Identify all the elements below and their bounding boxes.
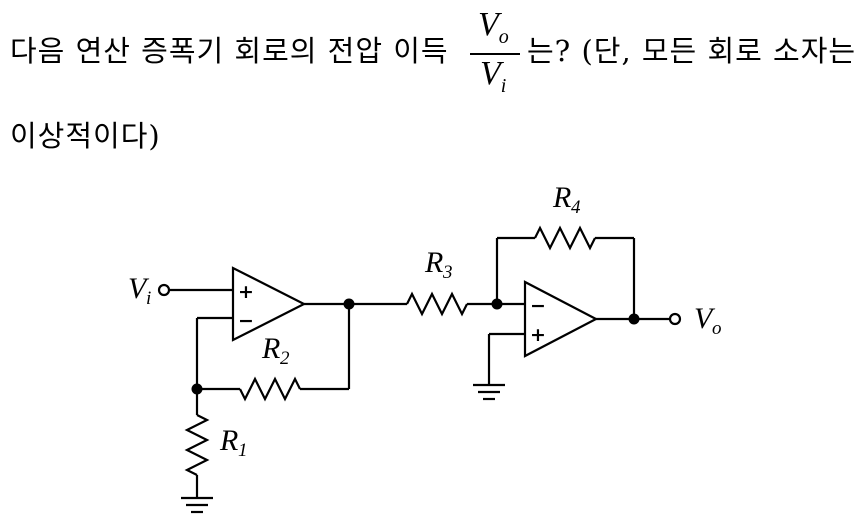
svg-text:3: 3 (442, 262, 453, 283)
ground-2 (473, 383, 505, 401)
opamp1-minus-sign: − (238, 310, 254, 332)
question-text-after: 는? (단, 모든 회로 소자는 (527, 34, 857, 68)
gain-fraction: Vo Vi (468, 6, 526, 97)
ground-1 (181, 496, 213, 514)
question-text-before: 다음 연산 증폭기 회로의 전압 이득 (10, 34, 449, 68)
opamp2-minus-sign: − (530, 295, 546, 317)
fraction-denominator: Vi (480, 55, 507, 97)
resistor-r4 (534, 225, 596, 251)
svg-text:1: 1 (238, 440, 248, 461)
label-vi: V i (128, 272, 151, 309)
circuit-diagram: + − − + V i V o R 1 R 2 R 3 R 4 (128, 181, 722, 514)
opamp2-plus-sign: + (530, 324, 546, 346)
opamp-2 (523, 280, 599, 358)
svg-text:2: 2 (280, 348, 290, 369)
svg-text:R: R (261, 332, 280, 365)
junction-opamp1-out (343, 298, 355, 310)
output-terminal (668, 312, 682, 326)
svg-text:4: 4 (571, 197, 581, 218)
question-line-2: 이상적이다) (10, 119, 161, 153)
svg-text:o: o (712, 318, 722, 339)
junction-r1-r2 (191, 383, 203, 395)
question-block: 다음 연산 증폭기 회로의 전압 이득 Vo Vi 는? (단, 모든 회로 소… (0, 0, 858, 170)
label-r3: R 3 (424, 246, 453, 283)
svg-text:R: R (219, 424, 238, 457)
svg-text:V: V (694, 302, 716, 335)
svg-text:V: V (128, 272, 150, 305)
svg-text:R: R (552, 181, 571, 214)
label-vo: V o (694, 302, 722, 339)
opamp1-plus-sign: + (238, 281, 254, 303)
junction-opamp2-out (628, 313, 640, 325)
resistor-r2 (239, 376, 301, 402)
resistor-r1 (184, 414, 210, 476)
input-terminal (157, 283, 171, 297)
question-line-1: 다음 연산 증폭기 회로의 전압 이득 (10, 28, 449, 70)
fraction-numerator: Vo (478, 6, 509, 48)
junction-r3-r4 (491, 298, 503, 310)
label-r1: R 1 (219, 424, 248, 461)
label-r4: R 4 (552, 181, 581, 218)
resistor-r3 (406, 291, 468, 317)
svg-text:i: i (146, 288, 151, 309)
svg-text:R: R (424, 246, 443, 279)
label-r2: R 2 (261, 332, 290, 369)
fraction-bar (470, 53, 520, 55)
opamp-1 (231, 266, 307, 342)
